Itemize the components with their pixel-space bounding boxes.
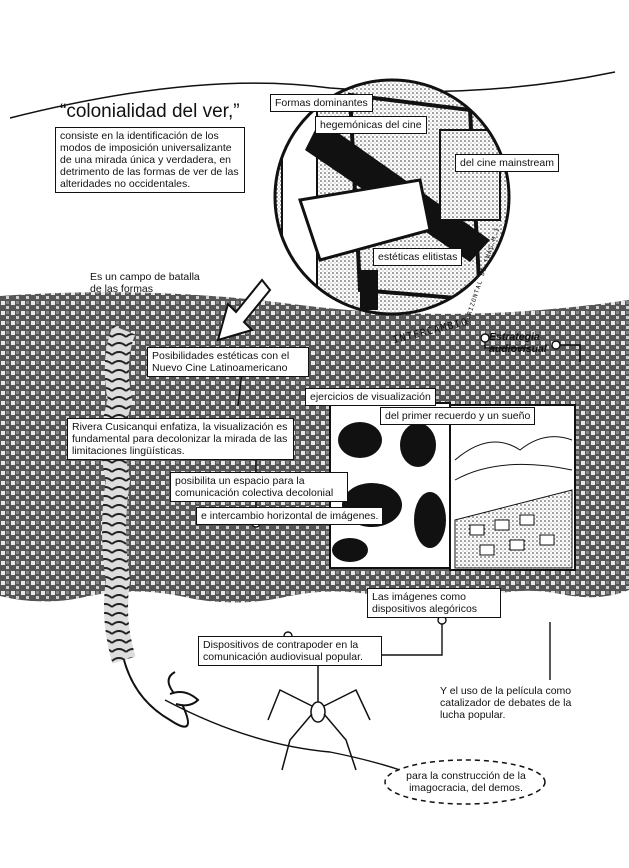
label-cine-mainstream: del cine mainstream: [455, 154, 559, 172]
camera-circle-image: [270, 75, 520, 325]
label-imagenes-alegoricas: Las imágenes como dispositivos alegórico…: [367, 588, 501, 618]
twisted-rope: [113, 330, 124, 660]
label-hegemonicas: hegemónicas del cine: [315, 116, 427, 134]
landscape-drawing: [450, 405, 575, 570]
cow-hide-photo: [330, 403, 450, 568]
label-imagocracia: para la construcción de la imagocracia, …: [397, 770, 535, 794]
label-contrapoder: Dispositivos de contrapoder en la comuni…: [198, 636, 382, 666]
label-posibilidades: Posibilidades estéticas con el Nuevo Cin…: [147, 347, 309, 377]
label-posibilita: posibilita un espacio para la comunicaci…: [170, 472, 348, 502]
label-campo-batalla: Es un campo de batalla de las formas: [90, 271, 210, 295]
rope-snake-head: [170, 692, 198, 705]
label-esteticas-elitistas: estéticas elitistas: [373, 248, 462, 266]
title-colonialidad: “colonialidad del ver,”: [60, 101, 240, 123]
label-formas-dominantes: Formas dominantes: [270, 94, 373, 112]
label-pelicula: Y el uso de la película como catalizador…: [440, 685, 580, 721]
label-ejercicios: ejercicios de visualización: [305, 388, 436, 406]
label-primer-recuerdo: del primer recuerdo y un sueño: [380, 407, 535, 425]
label-rivera: Rivera Cusicanqui enfatiza, la visualiza…: [67, 418, 294, 460]
label-intercambio-horizontal: e intercambio horizontal de imágenes.: [196, 507, 383, 525]
definition-box: consiste en la identificación de los mod…: [55, 127, 245, 193]
label-estrategia: Estrategia audiovisual: [489, 331, 549, 355]
